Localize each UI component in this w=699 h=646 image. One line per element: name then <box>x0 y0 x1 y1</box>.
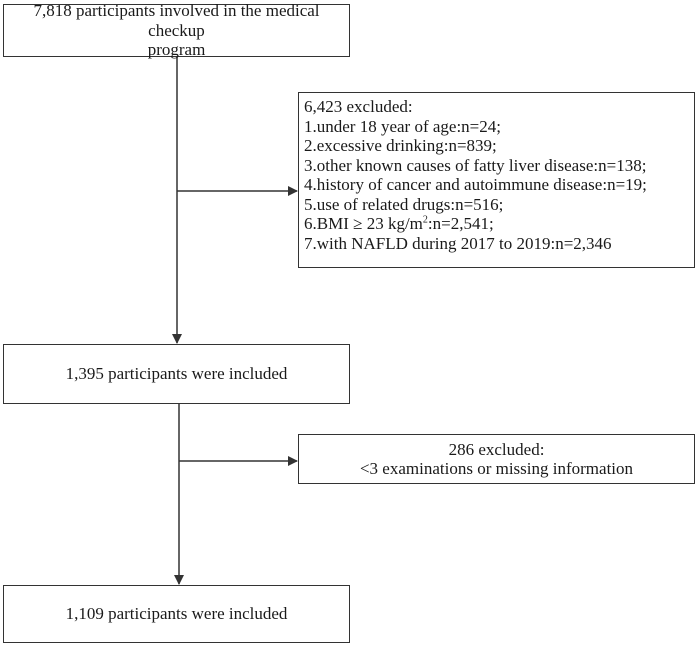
exclusion1-item-3: 3.other known causes of fatty liver dise… <box>304 155 647 175</box>
exclusion-box-1: 6,423 excluded: 1.under 18 year of age:n… <box>298 92 695 268</box>
bmi-superscript: 2 <box>422 214 428 226</box>
exclusion1-item-7: 7.with NAFLD during 2017 to 2019:n=2,346 <box>304 233 612 253</box>
exclusion2-reason: <3 examinations or missing information <box>359 459 634 478</box>
bmi-text: 6.BMI ≥ 23 kg/m <box>304 214 423 233</box>
exclusion1-header: 6,423 excluded: <box>304 97 413 116</box>
exclusion1-item-2: 2.excessive drinking:n=839; <box>304 136 497 155</box>
included-box-2: 1,109 participants were included <box>3 585 350 643</box>
exclusion2-header: 286 excluded: <box>448 439 545 459</box>
included-1-text: 1,395 participants were included <box>65 364 288 384</box>
exclusion-box-2: 286 excluded: <3 examinations or missing… <box>298 434 695 484</box>
bmi-count: :n=2,541; <box>427 214 494 233</box>
enrollment-line-2: program <box>147 40 206 60</box>
exclusion1-item-4: 4.history of cancer and autoimmune disea… <box>304 175 647 194</box>
exclusion1-item-1: 1.under 18 year of age:n=24; <box>304 116 501 136</box>
enrollment-line-1: 7,818 participants involved in the medic… <box>33 1 320 40</box>
included-box-1: 1,395 participants were included <box>3 344 350 404</box>
exclusion1-item-5: 5.use of related drugs:n=516; <box>304 194 504 214</box>
exclusion1-item-6: 6.BMI ≥ 23 kg/m2:n=2,541; <box>304 214 694 234</box>
included-2-text: 1,109 participants were included <box>65 604 288 624</box>
enrollment-box: 7,818 participants involved in the medic… <box>3 1 350 60</box>
